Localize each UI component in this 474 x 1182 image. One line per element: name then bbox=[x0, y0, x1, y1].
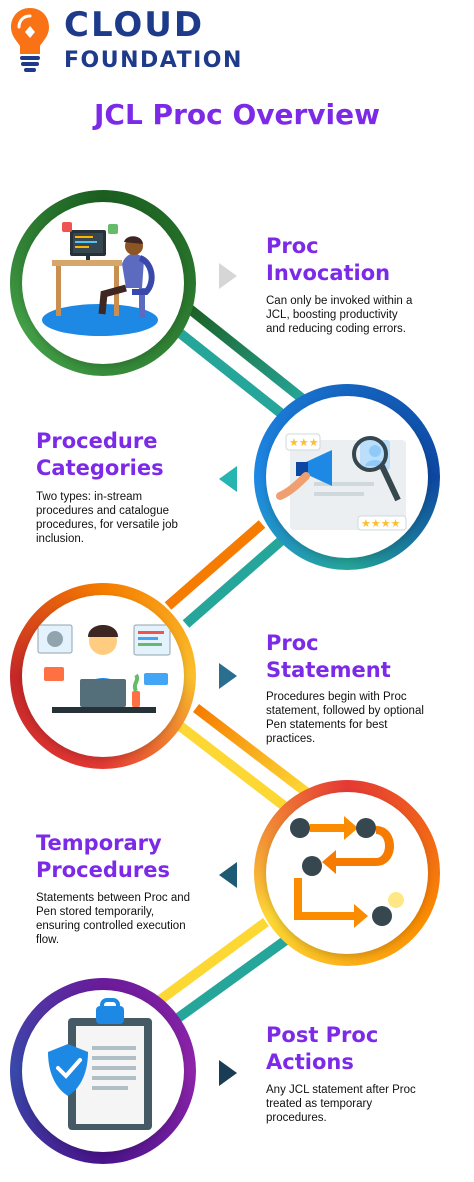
step-5-title-line2: Actions bbox=[266, 1050, 354, 1074]
step-1-ring bbox=[10, 190, 196, 376]
step-5-title: Post Proc Actions bbox=[266, 1022, 378, 1076]
step-1-title-line2: Invocation bbox=[266, 261, 391, 285]
step-3-arrow bbox=[219, 663, 237, 689]
step-2-title-line1: Procedure bbox=[36, 429, 158, 453]
svg-text:★★★★: ★★★★ bbox=[361, 518, 401, 530]
step-2-title: Procedure Categories bbox=[36, 428, 164, 482]
step-1-description: Can only be invoked within a JCL, boosti… bbox=[266, 295, 413, 335]
page-title: JCL Proc Overview bbox=[93, 98, 381, 131]
lightbulb-icon bbox=[11, 8, 49, 72]
megaphone-review-illustration: ★★★ ★★★★ bbox=[276, 433, 407, 531]
step-3-ring bbox=[10, 583, 196, 769]
step-5-description: Any JCL statement after Proc treated as … bbox=[266, 1084, 416, 1124]
step-2-description: Two types: in-stream procedures and cata… bbox=[36, 491, 178, 545]
flow-arrows-illustration bbox=[290, 816, 404, 928]
step-4-title-line1: Temporary bbox=[36, 831, 162, 855]
developer-at-desk-illustration bbox=[42, 222, 158, 336]
step-4-title-line2: Procedures bbox=[36, 858, 170, 882]
brand-logo: CLOUD FOUNDATION bbox=[8, 4, 308, 76]
step-2-ring: ★★★ ★★★★ bbox=[254, 384, 440, 570]
step-1-title-line1: Proc bbox=[266, 234, 319, 258]
svg-text:★★★: ★★★ bbox=[289, 437, 319, 449]
step-5-title-line1: Post Proc bbox=[266, 1023, 379, 1047]
step-4-arrow bbox=[219, 862, 237, 888]
step-4-description: Statements between Proc and Pen stored t… bbox=[36, 892, 191, 946]
programmer-laptop-illustration bbox=[37, 624, 171, 713]
step-2-title-line2: Categories bbox=[36, 456, 164, 480]
step-3-title-line2: Statement bbox=[266, 658, 391, 682]
step-3-title: Proc Statement bbox=[266, 630, 391, 684]
step-3-title-line1: Proc bbox=[266, 631, 319, 655]
brand-name-line2: FOUNDATION bbox=[64, 48, 243, 73]
step-5-ring bbox=[10, 978, 196, 1164]
step-3-description: Procedures begin with Proc statement, fo… bbox=[266, 691, 424, 745]
step-4-ring bbox=[254, 780, 440, 966]
step-1-title: Proc Invocation bbox=[266, 233, 390, 287]
brand-name-line1: CLOUD bbox=[64, 5, 205, 45]
shield-clipboard-illustration bbox=[48, 998, 152, 1130]
step-2-arrow bbox=[219, 466, 237, 492]
step-4-title: Temporary Procedures bbox=[36, 830, 170, 884]
step-1-arrow bbox=[219, 263, 237, 289]
step-5-arrow bbox=[219, 1060, 237, 1086]
